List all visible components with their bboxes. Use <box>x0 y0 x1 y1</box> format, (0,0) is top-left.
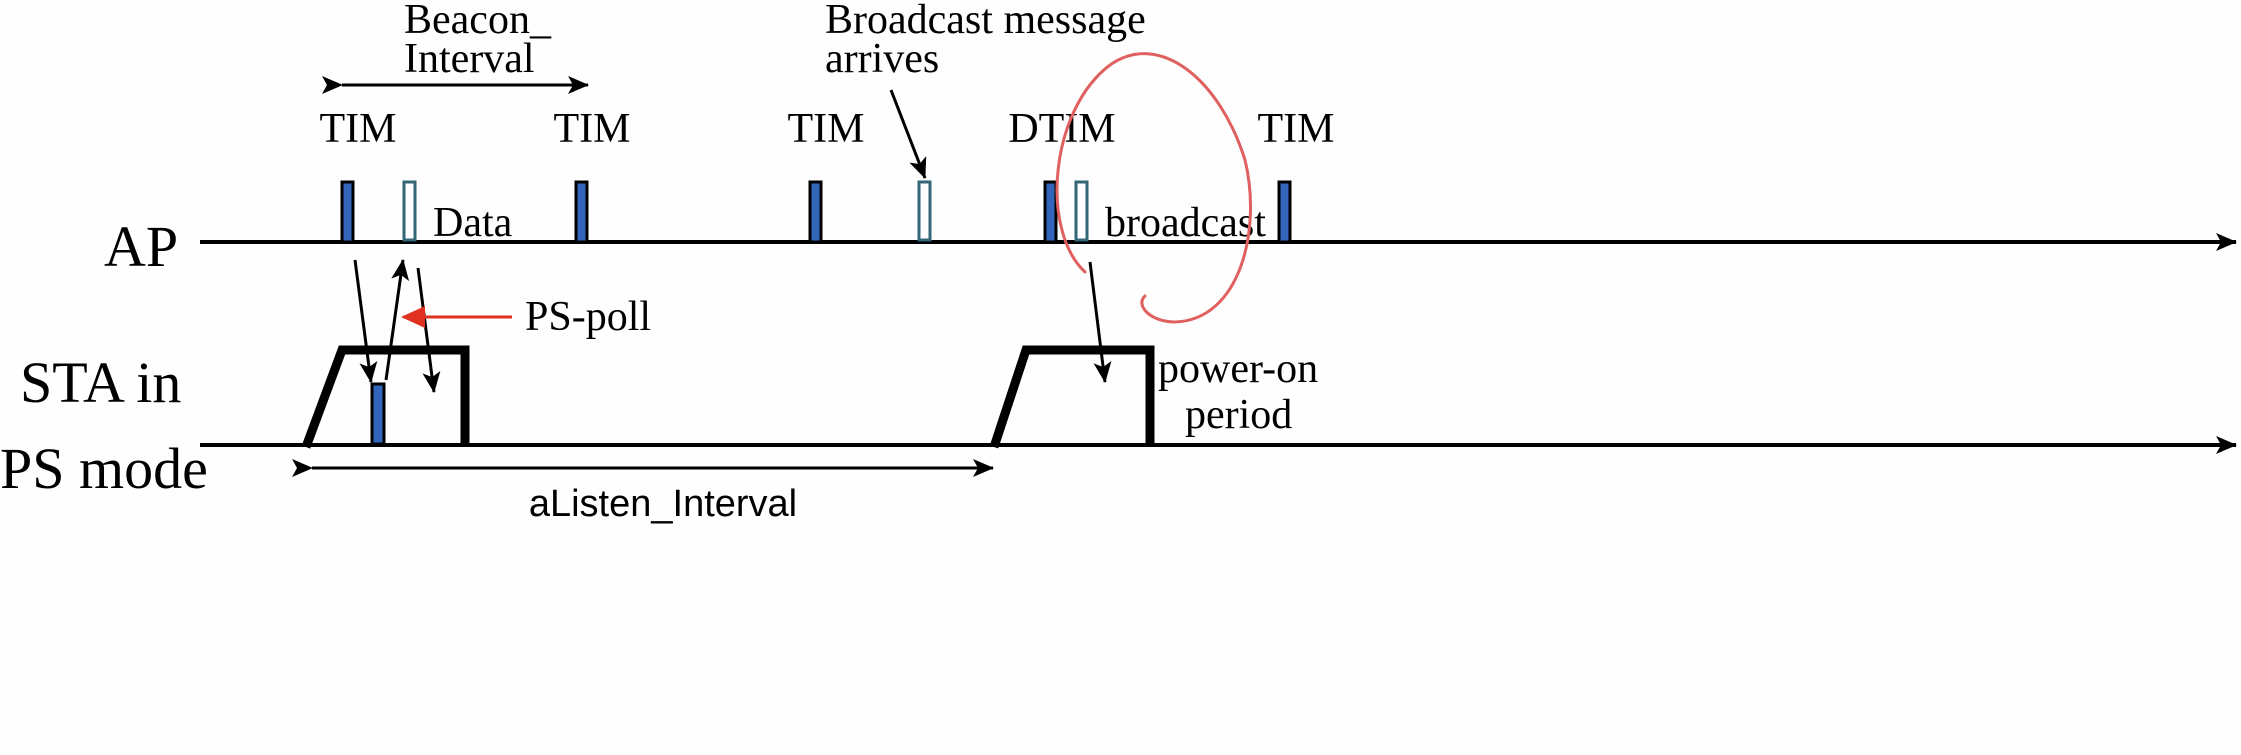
hand-drawn-circle-annotation <box>1055 52 1252 324</box>
tim-label: TIM <box>320 106 397 152</box>
sta-label: STA in <box>20 350 181 415</box>
beacon-interval-label: Beacon_ <box>404 0 552 43</box>
tim-label: TIM <box>788 106 865 152</box>
dtim-frame <box>1043 180 1058 244</box>
tim-label: TIM <box>554 106 631 152</box>
broadcast-arrives-arrow <box>889 89 927 179</box>
beacon-interval-label-2: Interval <box>404 36 535 82</box>
tim-to-sta-arrow <box>353 259 378 383</box>
broadcast-to-sta-arrow <box>1088 261 1112 383</box>
broadcast-label: broadcast <box>1105 200 1266 246</box>
power-on-period-1 <box>301 345 470 449</box>
broadcast-message-label: Broadcast message <box>825 0 1146 43</box>
ap-label: AP <box>104 214 178 279</box>
ps-poll-label: PS-poll <box>525 294 651 340</box>
tim-label: TIM <box>1258 106 1335 152</box>
power-on-label-2: period <box>1185 392 1292 438</box>
tim-frame <box>1277 180 1292 244</box>
data-to-sta-arrow <box>416 267 441 393</box>
ps-poll-frame <box>370 382 386 446</box>
tim-frame <box>340 180 355 244</box>
data-label: Data <box>433 200 513 246</box>
sta-label-2: PS mode <box>0 436 208 501</box>
power-on-label: power-on <box>1158 346 1318 392</box>
broadcast-frame <box>1074 180 1089 242</box>
broadcast-message-label-2: arrives <box>825 36 939 82</box>
tim-frame <box>808 180 823 244</box>
ps-poll-arrow <box>384 259 410 381</box>
power-on-period-2 <box>989 345 1155 449</box>
broadcast-arrival-frame <box>917 180 932 242</box>
tim-frame <box>574 180 589 244</box>
listen-interval-label: aListen_Interval <box>529 483 797 525</box>
data-frame <box>402 180 417 242</box>
